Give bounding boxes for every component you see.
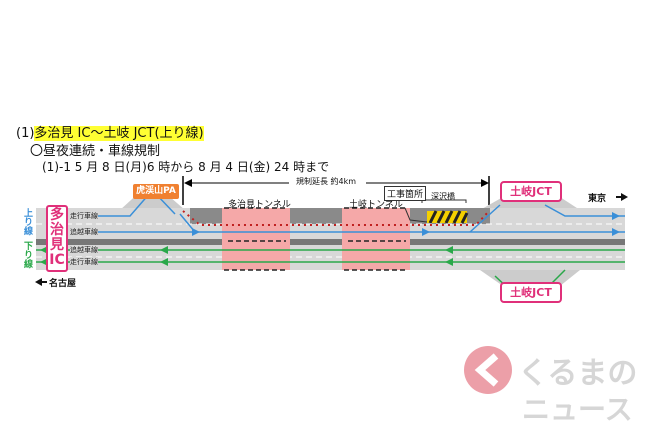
logo-icon — [464, 346, 512, 394]
regulation-type: 〇昼夜連続・車線規制 — [30, 144, 161, 159]
tunnel-1-closed-area — [222, 208, 290, 270]
tunnel-1-label: 多治見トンネル — [228, 200, 291, 210]
ic-label: 多治見IC — [46, 205, 68, 272]
lane-label: 走行車線 — [70, 211, 98, 221]
up-line-label: 上り線 — [24, 209, 34, 237]
section-title: (1)多治見 IC～土岐 JCT(上り線) — [16, 122, 204, 141]
logo-text: くるまの — [518, 356, 638, 391]
pa-label: 虎渓山PA — [133, 184, 179, 199]
jct-top-label: 土岐JCT — [500, 181, 562, 202]
logo-text: ニュース — [522, 393, 633, 426]
lane-label: 走行車線 — [70, 257, 98, 267]
lane-label: 追越車線 — [70, 245, 98, 255]
schedule: (1)-1 5 月 8 日(月)6 時から 8 月 4 日(金) 24 時まで — [42, 160, 330, 174]
section-title-text: 多治見 IC～土岐 JCT(上り線) — [34, 126, 204, 141]
lane-label: 追越車線 — [70, 227, 98, 237]
down-line-label: 下り線 — [24, 242, 34, 270]
tokyo-label: 東京 — [588, 194, 607, 204]
regulation-length: 規制延長 約4km — [296, 176, 357, 187]
nagoya-label: 名古屋 — [49, 279, 77, 289]
jct-bottom-label: 土岐JCT — [500, 282, 562, 303]
bridge-label: 深沢橋 — [431, 192, 455, 201]
construction-label: 工事箇所 — [384, 186, 427, 201]
section-number: (1) — [16, 126, 35, 141]
tunnel-2-label: 土岐トンネル — [349, 200, 403, 210]
tunnel-2-closed-area — [342, 208, 410, 270]
